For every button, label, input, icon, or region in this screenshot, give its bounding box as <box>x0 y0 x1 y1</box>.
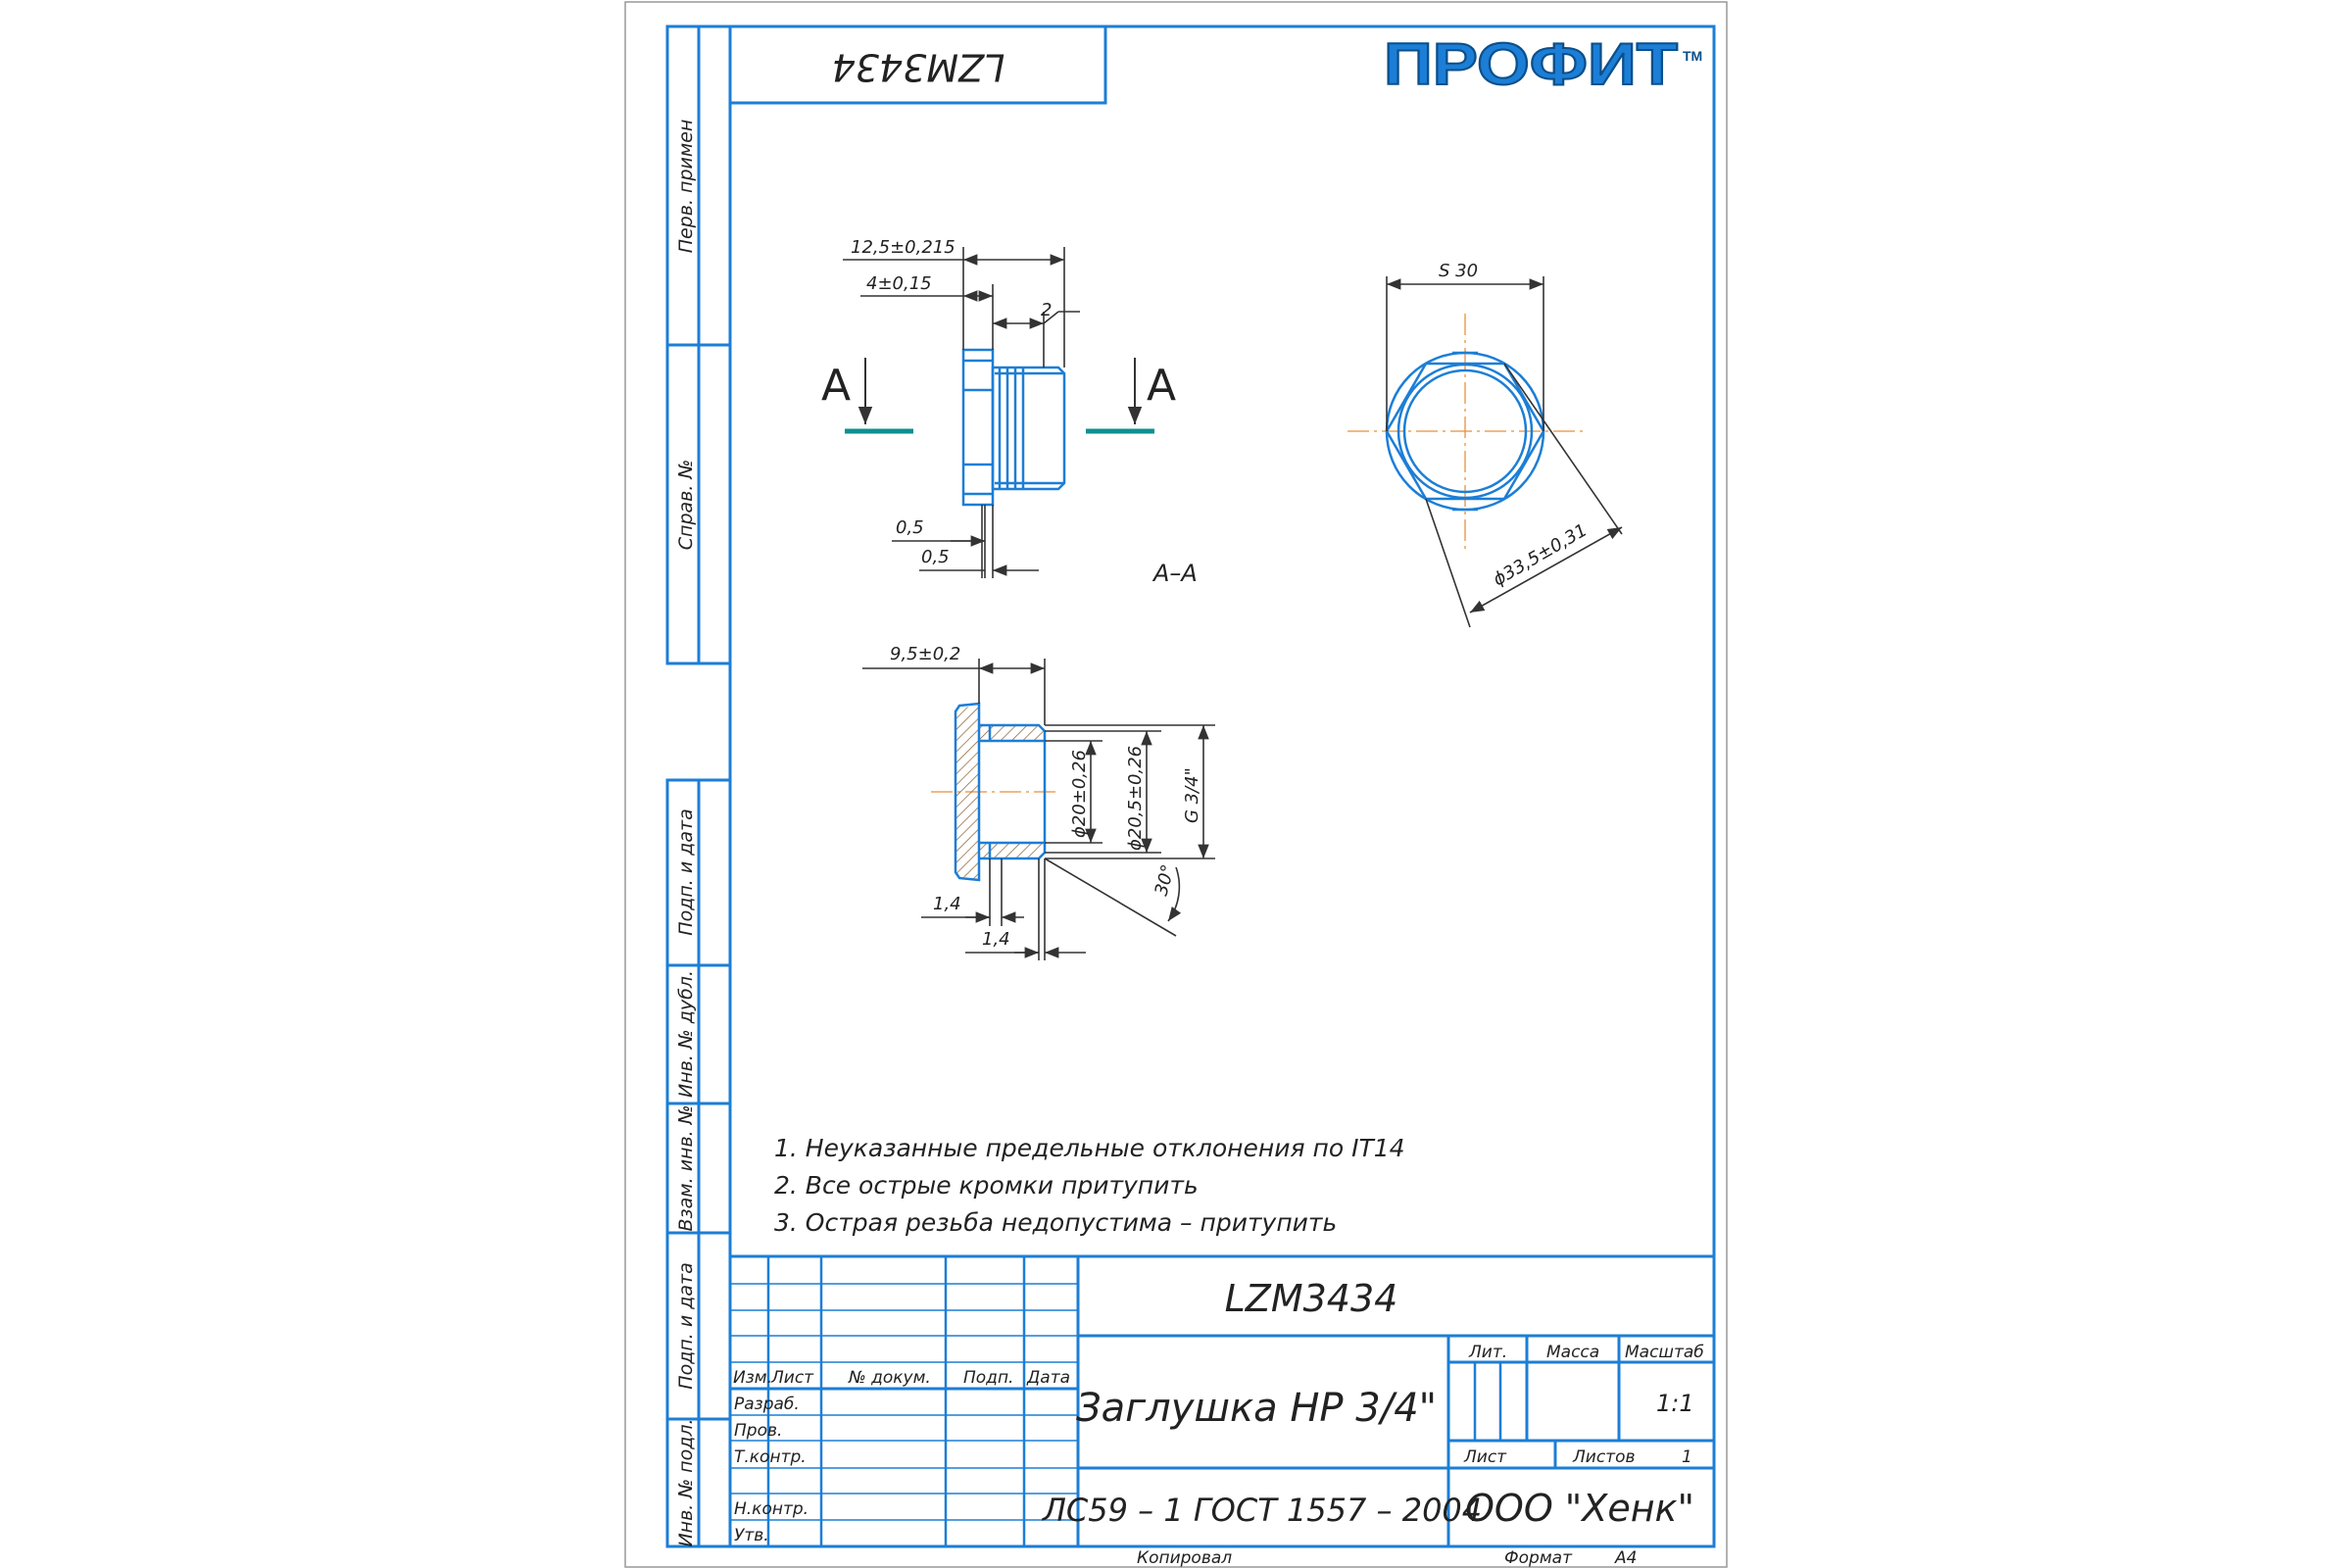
dim-chamfer-l1: 1,4 <box>933 894 961 914</box>
scale-label: Масштаб <box>1625 1343 1704 1362</box>
dim-inner-diameter: ϕ20±0,26 <box>1069 750 1090 838</box>
sheet-label: Лист <box>1463 1447 1507 1467</box>
col-header-doc: № докум. <box>848 1368 931 1388</box>
col-header-izm: Изм. <box>733 1368 772 1388</box>
section-mark-left: А <box>821 361 851 411</box>
col-header-date: Дата <box>1026 1368 1070 1388</box>
doc-code: LZM3434 <box>1225 1277 1398 1320</box>
note-1: 1. Неуказанные предельные отклонения по … <box>774 1134 1405 1162</box>
dim-bore-diameter: ϕ20,5±0,26 <box>1125 746 1146 851</box>
dim-hex-diameter: ϕ33,5±0,31 <box>1490 520 1591 591</box>
side-label-inv-dubl: Инв. № дубл. <box>675 970 697 1098</box>
technical-notes: 1. Неуказанные предельные отклонения по … <box>774 1134 1405 1237</box>
side-label-podp-data-2: Подп. и дата <box>675 1262 697 1389</box>
section-view: А–А <box>862 560 1215 960</box>
dim-chamfer-2: 2 <box>1041 300 1052 320</box>
lit-label: Лит. <box>1468 1343 1507 1362</box>
mass-label: Масса <box>1546 1343 1599 1362</box>
company-name: ООО "Хенк" <box>1465 1487 1694 1530</box>
format-label: Формат <box>1504 1548 1573 1568</box>
side-label-vzam-inv: Взам. инв. № <box>675 1104 697 1231</box>
role-razrab: Разраб. <box>734 1395 800 1414</box>
role-utv: Утв. <box>734 1526 769 1545</box>
end-view: S 30 ϕ33,5±0,31 <box>1348 261 1623 628</box>
side-label-perv-primen: Перв. примен <box>675 120 697 254</box>
note-2: 2. Все острые кромки притупить <box>774 1171 1199 1200</box>
format-value: А4 <box>1614 1548 1637 1568</box>
side-labels: Перв. примен Справ. № Подп. и дата Инв. … <box>675 120 697 1547</box>
section-title: А–А <box>1152 560 1198 587</box>
note-3: 3. Острая резьба недопустима – притупить <box>774 1208 1337 1237</box>
copied-label: Копировал <box>1137 1548 1232 1568</box>
sheets-value: 1 <box>1682 1447 1692 1467</box>
svg-text:ТМ: ТМ <box>1683 48 1702 64</box>
side-label-podp-data-1: Подп. и дата <box>675 808 697 935</box>
svg-text:ПРОФИТ: ПРОФИТ <box>1384 31 1678 97</box>
side-label-inv-podl: Инв. № подл. <box>675 1418 697 1546</box>
scale-value: 1:1 <box>1656 1390 1694 1417</box>
dim-angle: 30° <box>1152 862 1180 898</box>
title-block: Изм. Лист № докум. Подп. Дата Разраб. Пр… <box>730 1254 1714 1546</box>
col-header-podp: Подп. <box>963 1368 1013 1388</box>
section-mark-right: А <box>1147 361 1176 411</box>
drawing-frame <box>665 24 1716 1548</box>
dim-hex-thickness: 4±0,15 <box>866 273 932 294</box>
dim-thread: G 3/4" <box>1182 767 1202 823</box>
dim-offset-2: 0,5 <box>921 547 950 567</box>
role-nkontr: Н.контр. <box>734 1499 808 1519</box>
material: ЛС59 – 1 ГОСТ 1557 – 2004 <box>1042 1492 1482 1529</box>
side-label-sprav: Справ. № <box>675 460 697 550</box>
dim-section-length: 9,5±0,2 <box>890 644 960 664</box>
sheets-label: Листов <box>1572 1447 1636 1467</box>
role-prov: Пров. <box>734 1421 782 1441</box>
role-tkontr: Т.контр. <box>734 1447 807 1467</box>
company-logo: ПРОФИТ ТМ <box>1383 30 1702 98</box>
part-name: Заглушка НР 3/4" <box>1076 1386 1437 1431</box>
dim-offset-1: 0,5 <box>896 517 924 538</box>
dim-overall-length: 12,5±0,215 <box>851 237 956 258</box>
sheet-border <box>624 1 1728 1568</box>
col-header-list: Лист <box>770 1368 814 1388</box>
front-view: А А <box>821 237 1176 578</box>
dim-chamfer-l2: 1,4 <box>982 929 1010 950</box>
corner-code: LZM3434 <box>832 46 1005 89</box>
dim-across-flats: S 30 <box>1439 261 1478 281</box>
